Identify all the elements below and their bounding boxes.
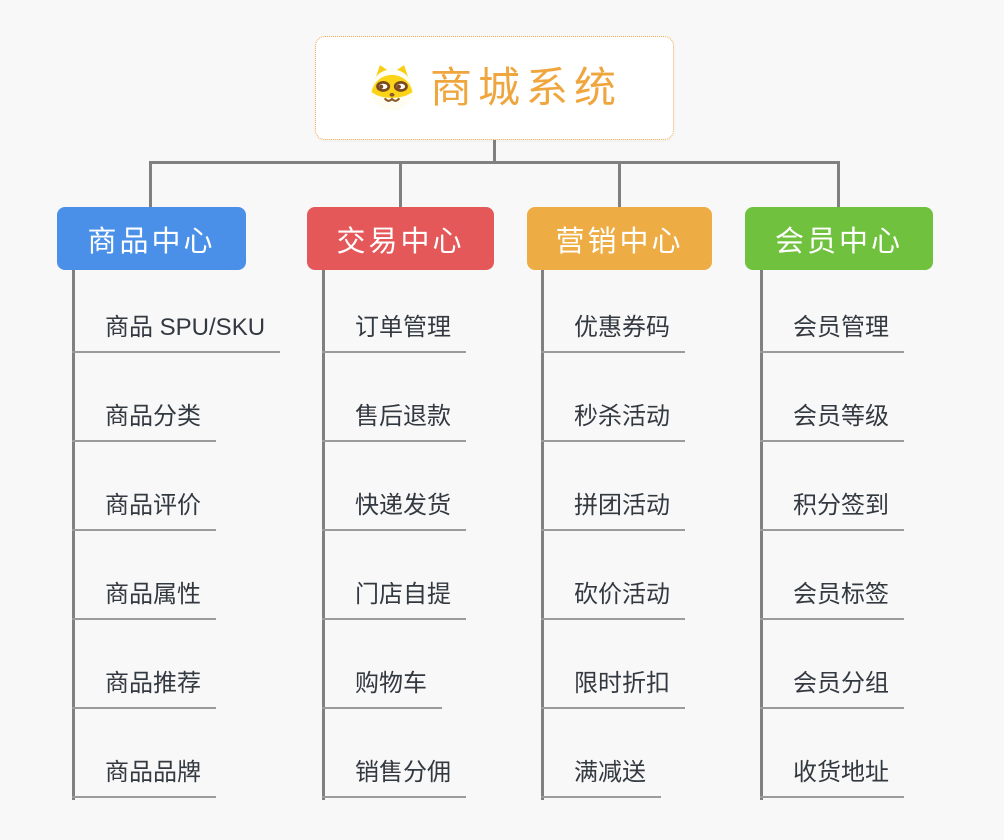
branch-node-trade-center[interactable]: 交易中心 xyxy=(307,207,494,270)
child-node[interactable]: 会员管理 xyxy=(760,264,904,353)
branch-node-member-center[interactable]: 会员中心 xyxy=(745,207,933,270)
child-node[interactable]: 拼团活动 xyxy=(541,442,685,531)
child-node[interactable]: 商品 SPU/SKU xyxy=(72,264,281,353)
connector-spine-marketing xyxy=(541,270,544,800)
branch-node-marketing-center[interactable]: 营销中心 xyxy=(527,207,712,270)
child-node[interactable]: 会员等级 xyxy=(760,353,904,442)
connector-stub-trade xyxy=(399,163,402,207)
child-node[interactable]: 秒杀活动 xyxy=(541,353,685,442)
child-node[interactable]: 满减送 xyxy=(541,709,661,798)
child-node[interactable]: 商品品牌 xyxy=(72,709,216,798)
child-node[interactable]: 砍价活动 xyxy=(541,531,685,620)
child-node[interactable]: 收货地址 xyxy=(760,709,904,798)
child-node[interactable]: 销售分佣 xyxy=(322,709,466,798)
child-node[interactable]: 积分签到 xyxy=(760,442,904,531)
connector-spine-product xyxy=(72,270,75,800)
child-node[interactable]: 门店自提 xyxy=(322,531,466,620)
child-node[interactable]: 订单管理 xyxy=(322,264,466,353)
child-node[interactable]: 会员分组 xyxy=(760,620,904,709)
child-node[interactable]: 商品属性 xyxy=(72,531,216,620)
connector-stub-product xyxy=(149,163,152,207)
children-trade-center: 订单管理 售后退款 快递发货 门店自提 购物车 销售分佣 xyxy=(322,264,466,798)
branch-node-product-center[interactable]: 商品中心 xyxy=(57,207,246,270)
children-product-center: 商品 SPU/SKU 商品分类 商品评价 商品属性 商品推荐 商品品牌 xyxy=(72,264,281,798)
child-node[interactable]: 商品推荐 xyxy=(72,620,216,709)
child-node[interactable]: 售后退款 xyxy=(322,353,466,442)
child-node[interactable]: 优惠券码 xyxy=(541,264,685,353)
connector-spine-trade xyxy=(322,270,325,800)
child-node[interactable]: 商品评价 xyxy=(72,442,216,531)
children-member-center: 会员管理 会员等级 积分签到 会员标签 会员分组 收货地址 xyxy=(760,264,904,798)
shiba-dog-icon xyxy=(371,65,413,111)
root-title: 商城系统 xyxy=(429,64,622,111)
child-node[interactable]: 商品分类 xyxy=(72,353,216,442)
connector-root-stem xyxy=(493,140,496,164)
root-node[interactable]: 商城系统 xyxy=(315,36,674,140)
child-node[interactable]: 快递发货 xyxy=(322,442,466,531)
connector-stub-member xyxy=(837,163,840,207)
connector-bus xyxy=(149,161,840,164)
child-node[interactable]: 会员标签 xyxy=(760,531,904,620)
connector-spine-member xyxy=(760,270,763,800)
connector-stub-marketing xyxy=(618,163,621,207)
child-node[interactable]: 限时折扣 xyxy=(541,620,685,709)
children-marketing-center: 优惠券码 秒杀活动 拼团活动 砍价活动 限时折扣 满减送 xyxy=(541,264,685,798)
child-node[interactable]: 购物车 xyxy=(322,620,442,709)
